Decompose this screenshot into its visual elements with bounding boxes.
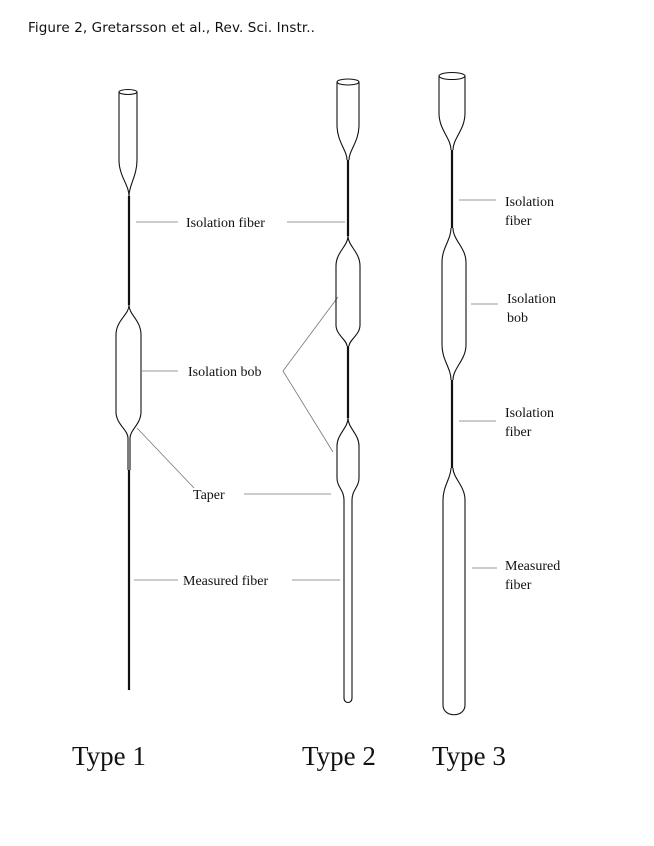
type3-measured-fiber <box>442 467 466 716</box>
type3-isolation-fiber-mid-label-line2: fiber <box>505 425 532 440</box>
type3-assembly <box>438 71 467 716</box>
type1-taper-leader-left <box>136 427 195 489</box>
type1-measured-fiber-label: Measured fiber <box>183 574 268 589</box>
type2-top-tube-rim <box>336 78 360 86</box>
type1-isolation-bob-leader-down <box>282 370 334 453</box>
type3-top-tube <box>438 76 466 151</box>
type3-isolation-fiber-top-label-line1: Isolation <box>505 195 554 210</box>
type1-taper-label: Taper <box>193 488 225 503</box>
type3-isolation-bob <box>441 227 467 381</box>
type1-assembly <box>115 88 142 690</box>
type3-isolation-bob-label-line1: Isolation <box>507 292 556 307</box>
type1-taper <box>127 438 131 470</box>
type2-caption: Type 2 <box>302 741 376 771</box>
type2-measured-fiber <box>343 500 353 704</box>
type1-top-tube <box>118 92 138 197</box>
type3-caption: Type 3 <box>432 741 506 771</box>
type2-isolation-bob-lower <box>336 417 360 501</box>
figure-caption: Figure 2, Gretarsson et al., Rev. Sci. I… <box>28 20 316 36</box>
type1-caption: Type 1 <box>72 741 146 771</box>
type2-top-tube <box>336 82 360 161</box>
type1-top-tube-rim <box>118 88 138 96</box>
type3-isolation-bob-label-line2: bob <box>507 311 528 326</box>
type3-isolation-fiber-top-label-line2: fiber <box>505 214 532 229</box>
type3-top-tube-rim <box>438 71 466 81</box>
type1-isolation-fiber-label: Isolation fiber <box>186 216 265 231</box>
type1-isolation-bob-leader-up <box>282 296 339 372</box>
type3-measured-fiber-label-line2: fiber <box>505 578 532 593</box>
type1-isolation-bob-label: Isolation bob <box>188 365 262 380</box>
type2-isolation-bob-upper <box>335 235 361 347</box>
type3-measured-fiber-label-line1: Measured <box>505 559 560 574</box>
type3-isolation-fiber-mid-label-line1: Isolation <box>505 406 554 421</box>
type2-assembly <box>335 78 361 704</box>
type1-isolation-bob <box>115 304 142 439</box>
